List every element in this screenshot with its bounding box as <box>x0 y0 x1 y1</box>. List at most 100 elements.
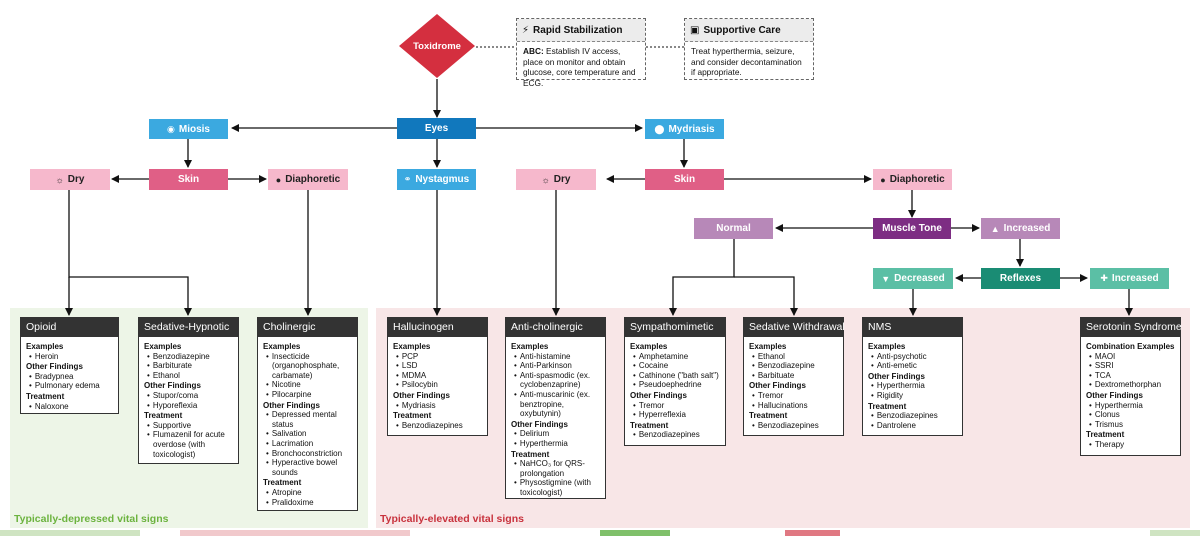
card-list-item: Anti-muscarinic (ex. benztropine, oxybut… <box>511 390 600 419</box>
reflexes-label: Reflexes <box>999 273 1042 284</box>
increased-reflexes-node[interactable]: ✚Increased <box>1090 268 1169 289</box>
card-body: ExamplesBenzodiazepineBarbiturateEthanol… <box>139 337 238 462</box>
card-list-item: Ethanol <box>749 352 838 362</box>
nystagmus-icon: ⚭ <box>403 174 412 184</box>
diaphoretic-left-label: Diaphoretic <box>285 174 341 185</box>
card-section-heading: Examples <box>26 342 64 351</box>
dry-right-node[interactable]: ☼Dry <box>516 169 596 190</box>
increased-tone-node[interactable]: ▲Increased <box>981 218 1060 239</box>
rapid-stabilization-text: Establish IV access, place on monitor an… <box>523 46 636 88</box>
card-list-item: Stupor/coma <box>144 391 233 401</box>
mydriasis-icon: ⬤ <box>654 123 665 134</box>
card-section-heading: Examples <box>749 342 787 351</box>
card-section-list: PCPLSDMDMAPsilocybin <box>393 352 482 390</box>
card-list-item: Hyperthermia <box>1086 401 1175 411</box>
card-title: Anti-cholinergic <box>506 318 605 337</box>
card-section-heading: Other Findings <box>630 390 687 400</box>
hallucinogen-card: HallucinogenExamplesPCPLSDMDMAPsilocybin… <box>387 317 488 436</box>
skin-left-label: Skin <box>177 174 200 185</box>
nystagmus-node[interactable]: ⚭Nystagmus <box>397 169 476 190</box>
card-list-item: Depressed mental status <box>263 410 352 429</box>
card-list-item: LSD <box>393 361 482 371</box>
diaphoretic-left-node[interactable]: ●Diaphoretic <box>268 169 348 190</box>
card-list-item: Bronchoconstriction <box>263 449 352 459</box>
card-section-list: Benzodiazepines <box>393 421 482 431</box>
card-section-heading: Other Findings <box>868 371 925 381</box>
card-title: Opioid <box>21 318 118 337</box>
rapid-stabilization-title: Rapid Stabilization <box>533 24 623 36</box>
card-section-heading: Treatment <box>868 401 907 411</box>
card-section-heading: Examples <box>630 342 668 351</box>
card-section-heading: Examples <box>868 342 906 351</box>
card-list-item: Flumazenil for acute overdose (with toxi… <box>144 430 233 459</box>
mydriasis-node[interactable]: ⬤Mydriasis <box>645 119 724 139</box>
card-section-list: Stupor/comaHyporeflexia <box>144 391 233 410</box>
normal-node[interactable]: Normal <box>694 218 773 239</box>
card-section-list: Insecticide (organophosphate, carbamate)… <box>263 352 352 400</box>
diamond-shape <box>399 14 475 78</box>
card-body: ExamplesInsecticide (organophosphate, ca… <box>258 337 357 510</box>
card-list-item: Anti-spasmodic (ex. cyclobenzaprine) <box>511 371 600 390</box>
card-section-list: DeliriumHyperthermia <box>511 429 600 448</box>
card-section-list: EthanolBenzodiazepineBarbituate <box>749 352 838 381</box>
card-list-item: Lacrimation <box>263 439 352 449</box>
depressed-vitals-label: Typically-depressed vital signs <box>14 513 169 525</box>
card-section-list: Anti-psychoticAnti-emetic <box>868 352 957 371</box>
card-list-item: Rigidity <box>868 391 957 401</box>
card-title: Sedative-Hypnotic <box>139 318 238 337</box>
card-section-list: BradypneaPulmonary edema <box>26 372 113 391</box>
skin-left-node[interactable]: Skin <box>149 169 228 190</box>
arrow-down-icon: ▼ <box>881 273 891 284</box>
nms-card: NMSExamplesAnti-psychoticAnti-emeticOthe… <box>862 317 963 436</box>
card-list-item: Tremor <box>630 401 720 411</box>
card-list-item: Cathinone ("bath salt") <box>630 371 720 381</box>
card-section-list: Benzodiazepines <box>749 421 838 431</box>
skin-right-node[interactable]: Skin <box>645 169 724 190</box>
toxidrome-label: Toxidrome <box>413 40 461 52</box>
card-list-item: Benzodiazepine <box>749 361 838 371</box>
card-list-item: Barbituate <box>749 371 838 381</box>
card-title: Cholinergic <box>258 318 357 337</box>
diaphoretic-right-node[interactable]: ●Diaphoretic <box>873 169 952 190</box>
muscle-tone-node[interactable]: Muscle Tone <box>873 218 951 239</box>
miosis-label: Miosis <box>178 123 210 135</box>
reflexes-node[interactable]: Reflexes <box>981 268 1060 289</box>
card-section-list: TremorHyperreflexia <box>630 401 720 420</box>
decreased-reflexes-node[interactable]: ▼Decreased <box>873 268 953 289</box>
card-body: Combination ExamplesMAOISSRITCADextromet… <box>1081 337 1180 453</box>
card-list-item: SSRI <box>1086 361 1175 371</box>
dry-left-node[interactable]: ☼Dry <box>30 169 110 190</box>
card-list-item: Hyperreflexia <box>630 410 720 420</box>
eyes-label: Eyes <box>424 123 449 134</box>
card-title: Serotonin Syndrome <box>1081 318 1182 337</box>
skin-right-label: Skin <box>673 174 696 185</box>
card-list-item: Delirium <box>511 429 600 439</box>
card-body: ExamplesAnti-histamineAnti-ParkinsonAnti… <box>506 337 605 501</box>
dry-right-label: Dry <box>553 174 571 185</box>
toxidrome-node[interactable]: Toxidrome <box>398 13 476 79</box>
card-section-heading: Examples <box>263 342 301 351</box>
mydriasis-label: Mydriasis <box>668 123 715 135</box>
card-list-item: NaHCO₃ for QRS-prolongation <box>511 459 600 478</box>
card-title: Hallucinogen <box>388 318 487 337</box>
eyes-node[interactable]: Eyes <box>397 118 476 139</box>
supportive-care-note: ▣Supportive Care Treat hyperthermia, sei… <box>684 18 814 80</box>
supportive-care-text: Treat hyperthermia, seizure, and conside… <box>691 46 802 78</box>
normal-label: Normal <box>716 223 751 234</box>
card-list-item: Physostigmine (with toxicologist) <box>511 478 600 497</box>
droplet-icon: ● <box>880 174 886 185</box>
card-section-list: BenzodiazepinesDantrolene <box>868 411 957 430</box>
card-list-item: Benzodiazepines <box>393 421 482 431</box>
card-list-item: Amphetamine <box>630 352 720 362</box>
card-list-item: Benzodiazepines <box>868 411 957 421</box>
nystagmus-label: Nystagmus <box>415 174 470 185</box>
card-list-item: Pralidoxime <box>263 498 352 508</box>
opioid-card: OpioidExamplesHeroinOther FindingsBradyp… <box>20 317 119 414</box>
sedative-hypnotic-card: Sedative-HypnoticExamplesBenzodiazepineB… <box>138 317 239 464</box>
sun-icon: ☼ <box>541 174 550 185</box>
medkit-icon: ▣ <box>690 24 700 36</box>
card-title: Sympathomimetic <box>625 318 725 337</box>
miosis-node[interactable]: ◉Miosis <box>149 119 228 139</box>
